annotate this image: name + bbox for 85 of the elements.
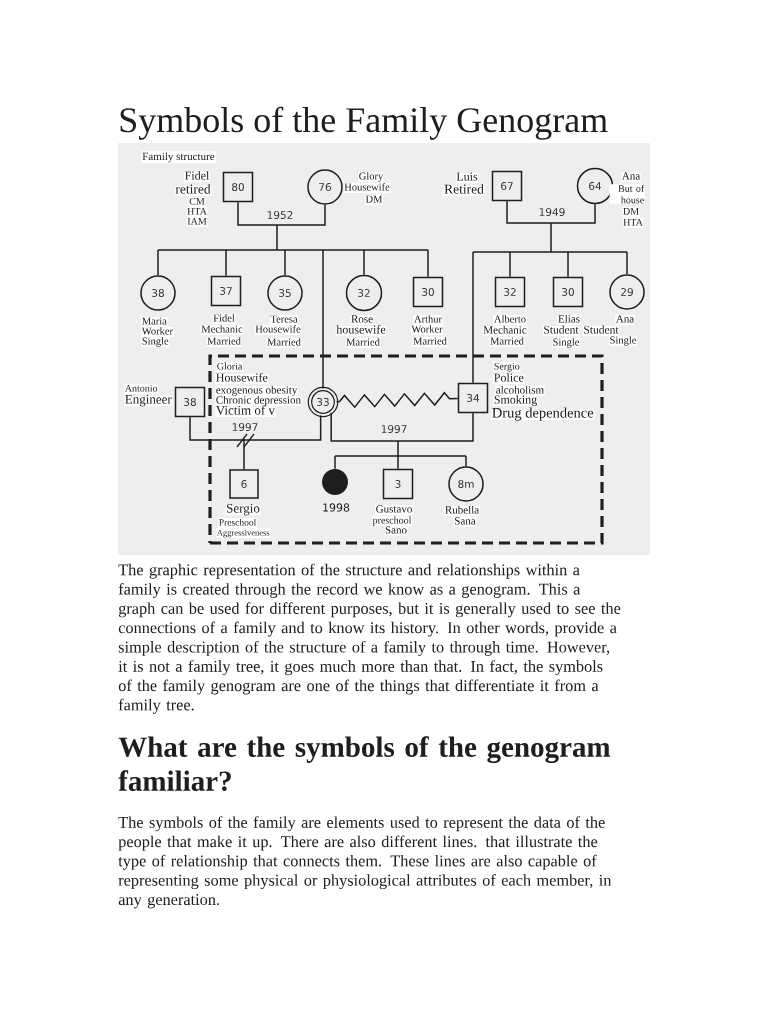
person-label: Married <box>489 336 525 348</box>
person-label: Student <box>542 325 580 337</box>
person-label: Sano <box>384 525 408 537</box>
person-label: Police <box>493 373 525 385</box>
descent-line <box>334 440 467 457</box>
child-line <box>567 251 569 278</box>
person-label: Fidel <box>212 313 236 325</box>
person-label: Married <box>412 336 448 348</box>
person-label: Sana <box>453 516 477 528</box>
person-label: Rubella <box>444 505 480 517</box>
person-label: Single <box>609 335 638 347</box>
child-line <box>427 249 429 278</box>
person-label: Student <box>582 325 620 337</box>
person-label: Arthur <box>413 314 443 326</box>
person-label: 1998 <box>321 503 351 515</box>
child-line <box>334 455 336 470</box>
couple-line <box>237 201 326 226</box>
person-label: Retired <box>443 184 485 197</box>
child-line <box>157 249 159 276</box>
section-heading: What are the symbols of the genogram familiar? <box>118 736 611 792</box>
body-paragraph: The graphic representation of the structure and relationships within a family is created through the record we know as a genogram. This a graph can be used for different purposes, but it is generally used to see the connections of a family and to know its history. In other words, provide a simple description of the structure of a family to through time. However, it is not a family tree, it goes much more than that. In fact, the symbols of the family genogram are one of the things that differentiate it from a family tree. <box>118 563 621 714</box>
edge-label: 1997 <box>379 424 409 434</box>
child-line <box>472 251 474 384</box>
person-label: Maria <box>141 316 168 328</box>
person-label: Preschool <box>218 517 257 529</box>
descent-line <box>472 222 628 253</box>
person-label: IAM <box>186 216 208 228</box>
child-line <box>465 455 467 467</box>
person-label: Housewife <box>254 324 302 336</box>
person-label: Alberto <box>493 314 527 326</box>
child-line <box>243 439 246 470</box>
couple-line <box>330 412 474 442</box>
edge-label: 1997 <box>230 422 260 432</box>
person-label: HTA <box>186 206 208 218</box>
person-label: Sergio <box>493 361 521 373</box>
person-label: Chronic depression <box>215 395 302 407</box>
person-label: DM <box>622 206 640 218</box>
person-label: Glory <box>358 171 384 183</box>
person-label: Married <box>345 337 381 349</box>
child-line <box>284 249 286 276</box>
person-label: Single <box>552 337 581 349</box>
person-label: Antonio <box>124 383 159 395</box>
zigzag-line <box>335 391 459 409</box>
edge-label: 1949 <box>537 207 567 217</box>
person-label: HTA <box>622 217 644 229</box>
page-title: Symbols of the Family Genogram <box>120 106 608 140</box>
household-boundary <box>208 354 604 545</box>
filled-circle-symbol <box>322 469 348 495</box>
person-label: Luis <box>455 172 479 184</box>
person-label: preschool <box>371 515 413 527</box>
person-label: Mechanic <box>200 324 244 336</box>
figure-label: Family structure <box>141 151 216 164</box>
person-label: Engineer <box>124 394 173 407</box>
person-label: CM <box>188 196 206 208</box>
person-label: Gloria <box>216 361 243 373</box>
person-label: Fidel <box>184 171 210 183</box>
couple-line <box>189 414 322 441</box>
body-paragraph: The symbols of the family are elements used to represent the data of the people that make it up. There are also different lines. that illustrate the type of relationship that connects them. These lines are also capable of representing some physical or physiological attributes of each member, in any generation. <box>118 816 612 909</box>
person-label: Victim of v <box>215 405 276 418</box>
child-line <box>225 249 227 277</box>
person-label: exogenous obesity <box>215 385 298 397</box>
person-label: Elias <box>557 314 581 326</box>
child-line <box>509 251 511 278</box>
person-label: Teresa <box>269 314 299 326</box>
person-label: Rose <box>350 314 374 326</box>
edge-label: 1952 <box>265 210 295 220</box>
person-label: Aggressiveness <box>216 527 271 539</box>
couple-line <box>506 200 596 224</box>
person-label: Married <box>266 337 302 349</box>
person-label: DM <box>364 194 384 206</box>
child-line <box>397 455 399 470</box>
person-label: Smoking <box>493 395 538 407</box>
person-label: Married <box>206 336 242 348</box>
person-label: Gustavo <box>375 504 413 516</box>
person-label: Sergio <box>225 503 261 516</box>
person-label: Single <box>141 336 170 348</box>
descent-line <box>157 224 429 251</box>
person-label: Ana <box>621 171 641 183</box>
person-label: Ana <box>615 314 635 326</box>
child-line <box>322 249 324 390</box>
person-label: Worker <box>410 324 444 336</box>
person-label: Worker <box>141 326 174 338</box>
person-label: Mechanic <box>482 325 528 337</box>
child-line <box>363 249 365 276</box>
child-line <box>626 251 628 275</box>
